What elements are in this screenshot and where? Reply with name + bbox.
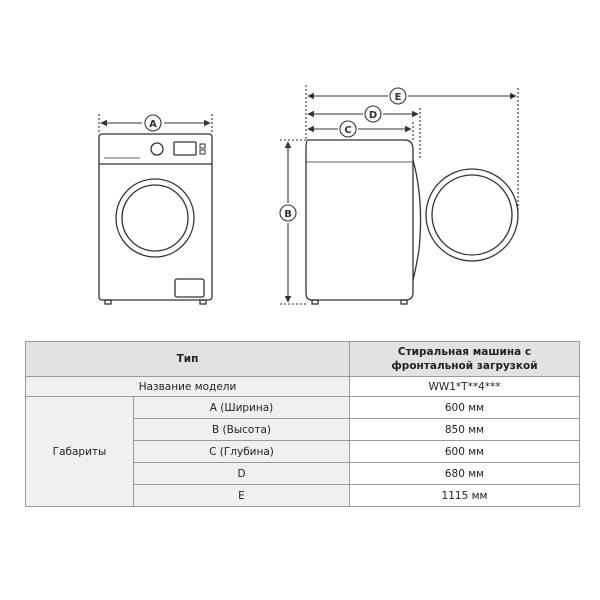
dimension-name: D bbox=[133, 462, 350, 485]
label-c: C bbox=[344, 125, 351, 136]
dimension-name: A (Ширина) bbox=[133, 396, 350, 419]
label-b: B bbox=[284, 209, 292, 220]
dimension-b bbox=[279, 139, 306, 305]
dimension-value: 600 мм bbox=[349, 396, 580, 419]
dimension-name: B (Высота) bbox=[133, 418, 350, 441]
table-header-row: Тип Стиральная машина с фронтальной загр… bbox=[25, 341, 580, 377]
dimension-value: 1115 мм bbox=[349, 484, 580, 507]
dimension-value: 600 мм bbox=[349, 440, 580, 463]
dimension-value: 850 мм bbox=[349, 418, 580, 441]
dimension-c bbox=[305, 85, 414, 140]
header-value: Стиральная машина с фронтальной загрузко… bbox=[349, 341, 580, 377]
front-view bbox=[98, 133, 213, 305]
label-a: A bbox=[149, 119, 157, 130]
model-label: Название модели bbox=[25, 376, 350, 397]
table-row: C (Глубина) 600 мм bbox=[26, 440, 580, 463]
dimension-name: E bbox=[133, 484, 350, 507]
dimension-e bbox=[307, 87, 519, 215]
table-row: D 680 мм bbox=[26, 462, 580, 485]
header-type: Тип bbox=[25, 341, 350, 377]
table-row: Габариты A (Ширина) 600 мм bbox=[25, 396, 580, 507]
table-row: E 1115 мм bbox=[26, 484, 580, 507]
washing-machine-dimension-diagram: A B C D bbox=[98, 85, 519, 305]
dimension-d bbox=[307, 105, 421, 160]
specification-table: Тип Стиральная машина с фронтальной загр… bbox=[25, 341, 580, 507]
model-value: WW1*T**4*** bbox=[349, 376, 580, 397]
side-view bbox=[305, 139, 519, 305]
table-row: B (Высота) 850 мм bbox=[26, 418, 580, 441]
dimension-a bbox=[98, 114, 213, 134]
dimension-name: C (Глубина) bbox=[133, 440, 350, 463]
group-label: Габариты bbox=[25, 396, 134, 507]
dimension-value: 680 мм bbox=[349, 462, 580, 485]
label-e: E bbox=[395, 92, 402, 103]
table-row-model: Название модели WW1*T**4*** bbox=[25, 376, 580, 397]
label-d: D bbox=[369, 110, 377, 121]
